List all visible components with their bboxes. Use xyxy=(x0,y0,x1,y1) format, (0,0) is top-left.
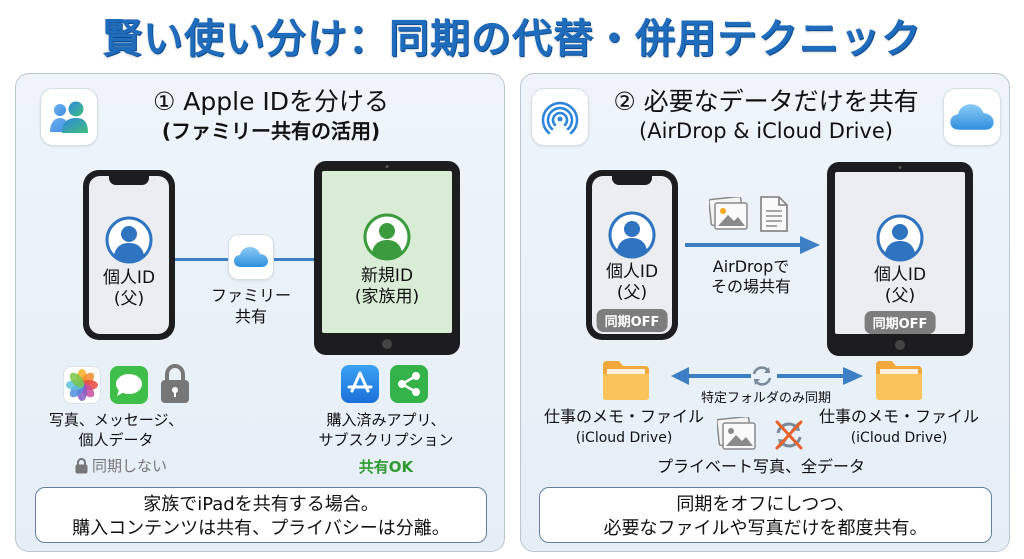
panel-subtitle: (ファミリー共有の活用) xyxy=(161,119,381,143)
lock-icon xyxy=(159,363,191,408)
folder-label: 仕事のメモ・ファイル xyxy=(818,407,979,426)
private-items-caption: 写真、メッセージ、 xyxy=(48,411,184,429)
sync-arrow-right xyxy=(777,367,863,385)
sync-arrow-left xyxy=(671,367,751,385)
id-owner-label: (父) xyxy=(616,283,648,303)
phone-notch xyxy=(109,176,149,185)
app-store-icon xyxy=(341,365,379,407)
summary-box: 同期をオフにしつつ、 必要なファイルや写真だけを都度共有。 xyxy=(539,487,992,543)
id-owner-label: (父) xyxy=(113,289,145,309)
page-title: 賢い使い分け：同期の代替・併用テクニック xyxy=(102,16,922,62)
person-icon xyxy=(105,216,153,264)
family-sharing-label: ファミリー xyxy=(210,286,291,305)
folder-icon xyxy=(874,359,924,405)
folder-label: 仕事のメモ・ファイル xyxy=(543,407,704,426)
selective-sync-label: 特定フォルダのみ同期 xyxy=(700,391,831,406)
airdrop-label: AirDropで xyxy=(712,257,790,276)
summary-box: 家族でiPadを共有する場合。 購入コンテンツは共有、プライバシーは分離。 xyxy=(35,487,487,543)
document-icon xyxy=(759,195,789,237)
tablet-camera xyxy=(385,165,389,168)
photo-stack-icon xyxy=(716,415,757,455)
airdrop-label-2: その場共有 xyxy=(710,277,791,296)
photos-icon xyxy=(63,366,101,408)
family-sharing-panel: ① Apple IDを分ける (ファミリー共有の活用) 個人ID (父) ファミ… xyxy=(15,73,505,552)
shared-items-caption: 購入済みアプリ、 xyxy=(326,411,446,429)
panel-heading: ② 必要なデータだけを共有 (AirDrop & iCloud Drive) xyxy=(591,86,941,144)
folder-sublabel: (iCloud Drive) xyxy=(575,430,673,446)
id-owner-label: (父) xyxy=(884,286,916,306)
id-owner-label: (家族用) xyxy=(354,287,420,307)
id-label: 個人ID xyxy=(873,265,927,285)
sync-off-badge: 同期OFF xyxy=(596,309,668,332)
panel-title: ② 必要なデータだけを共有 xyxy=(613,87,919,116)
id-label: 新規ID xyxy=(360,266,414,286)
airdrop-icon xyxy=(531,88,589,146)
icloud-icon xyxy=(943,88,1001,146)
summary-line: 家族でiPadを共有する場合。 xyxy=(143,494,379,515)
excluded-data-label: プライベート写真、全データ xyxy=(656,457,865,476)
id-label: 個人ID xyxy=(102,268,156,288)
family-sharing-label-2: 共有 xyxy=(234,307,267,326)
lock-icon xyxy=(75,457,88,473)
person-icon xyxy=(363,213,411,261)
selective-sharing-panel: ② 必要なデータだけを共有 (AirDrop & iCloud Drive) 個… xyxy=(520,73,1010,552)
panel-title: ① Apple IDを分ける xyxy=(152,87,390,116)
messages-icon xyxy=(110,366,148,408)
home-button xyxy=(895,340,905,350)
icloud-icon xyxy=(228,234,274,280)
shared-items-caption-2: サブスクリプション xyxy=(318,431,454,449)
sync-disabled-icon xyxy=(775,420,803,450)
share-ok-status: 共有OK xyxy=(358,458,414,476)
folder-icon xyxy=(601,359,651,405)
iphone-device: 個人ID (父) 同期OFF xyxy=(586,170,678,340)
family-sharing-icon xyxy=(40,88,98,146)
private-items-caption-2: 個人データ xyxy=(78,431,154,449)
iphone-device: 個人ID (父) xyxy=(83,170,175,340)
summary-line: 購入コンテンツは共有、プライバシーは分離。 xyxy=(72,518,450,539)
person-icon xyxy=(876,214,924,262)
phone-notch xyxy=(612,176,652,185)
photo-stack-icon xyxy=(708,195,749,235)
person-icon xyxy=(608,211,656,259)
no-sync-label: 同期しない xyxy=(91,457,167,475)
airdrop-arrow xyxy=(685,236,820,254)
sync-icon xyxy=(752,366,772,386)
sync-off-badge: 同期OFF xyxy=(864,311,936,334)
panel-heading: ① Apple IDを分ける (ファミリー共有の活用) xyxy=(106,86,436,144)
no-sync-status: 同期しない xyxy=(66,455,176,476)
ipad-device: 新規ID (家族用) xyxy=(314,161,460,355)
share-icon xyxy=(390,365,428,407)
summary-line: 必要なファイルや写真だけを都度共有。 xyxy=(603,518,928,539)
home-button xyxy=(382,339,392,349)
tablet-camera xyxy=(898,166,902,169)
ipad-device: 個人ID (父) 同期OFF xyxy=(827,162,973,356)
id-label: 個人ID xyxy=(605,262,659,282)
summary-line: 同期をオフにしつつ、 xyxy=(676,494,855,515)
folder-sublabel: (iCloud Drive) xyxy=(850,430,948,446)
panel-subtitle: (AirDrop & iCloud Drive) xyxy=(639,119,893,143)
